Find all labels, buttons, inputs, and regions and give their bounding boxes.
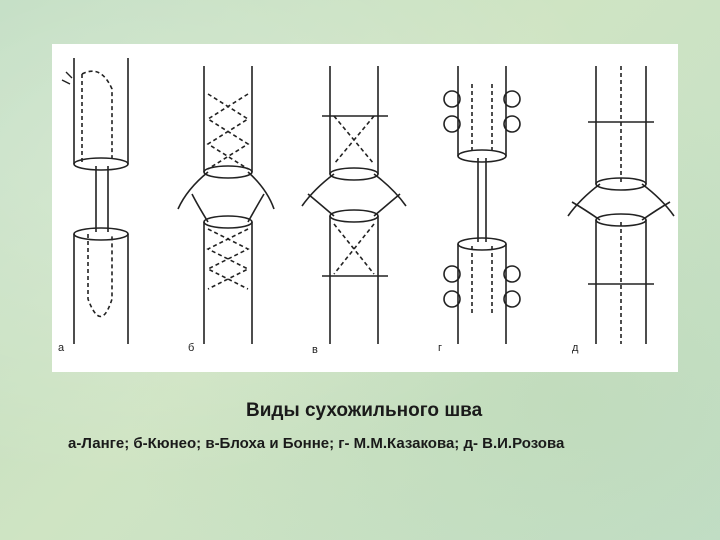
figure-label-b: б (188, 342, 194, 354)
suture-b-kuneo (177, 66, 275, 344)
figure-label-a: а (58, 342, 65, 354)
suture-a-lange (61, 58, 129, 344)
slide-title: Виды сухожильного шва (246, 400, 483, 421)
suture-d-rozov (567, 66, 675, 344)
suture-g-kazakov (443, 66, 521, 344)
suture-diagram: а б в г д (58, 58, 675, 356)
figure-label-v: в (312, 344, 318, 356)
figure-label-g: г (438, 342, 442, 354)
suture-diagram-panel: а б в г д (52, 44, 678, 372)
slide-caption: а-Ланге; б-Кюнео; в-Блоха и Бонне; г- М.… (68, 435, 565, 452)
suture-v-bloch-bonnet (301, 66, 407, 344)
figure-label-d: д (572, 342, 579, 354)
